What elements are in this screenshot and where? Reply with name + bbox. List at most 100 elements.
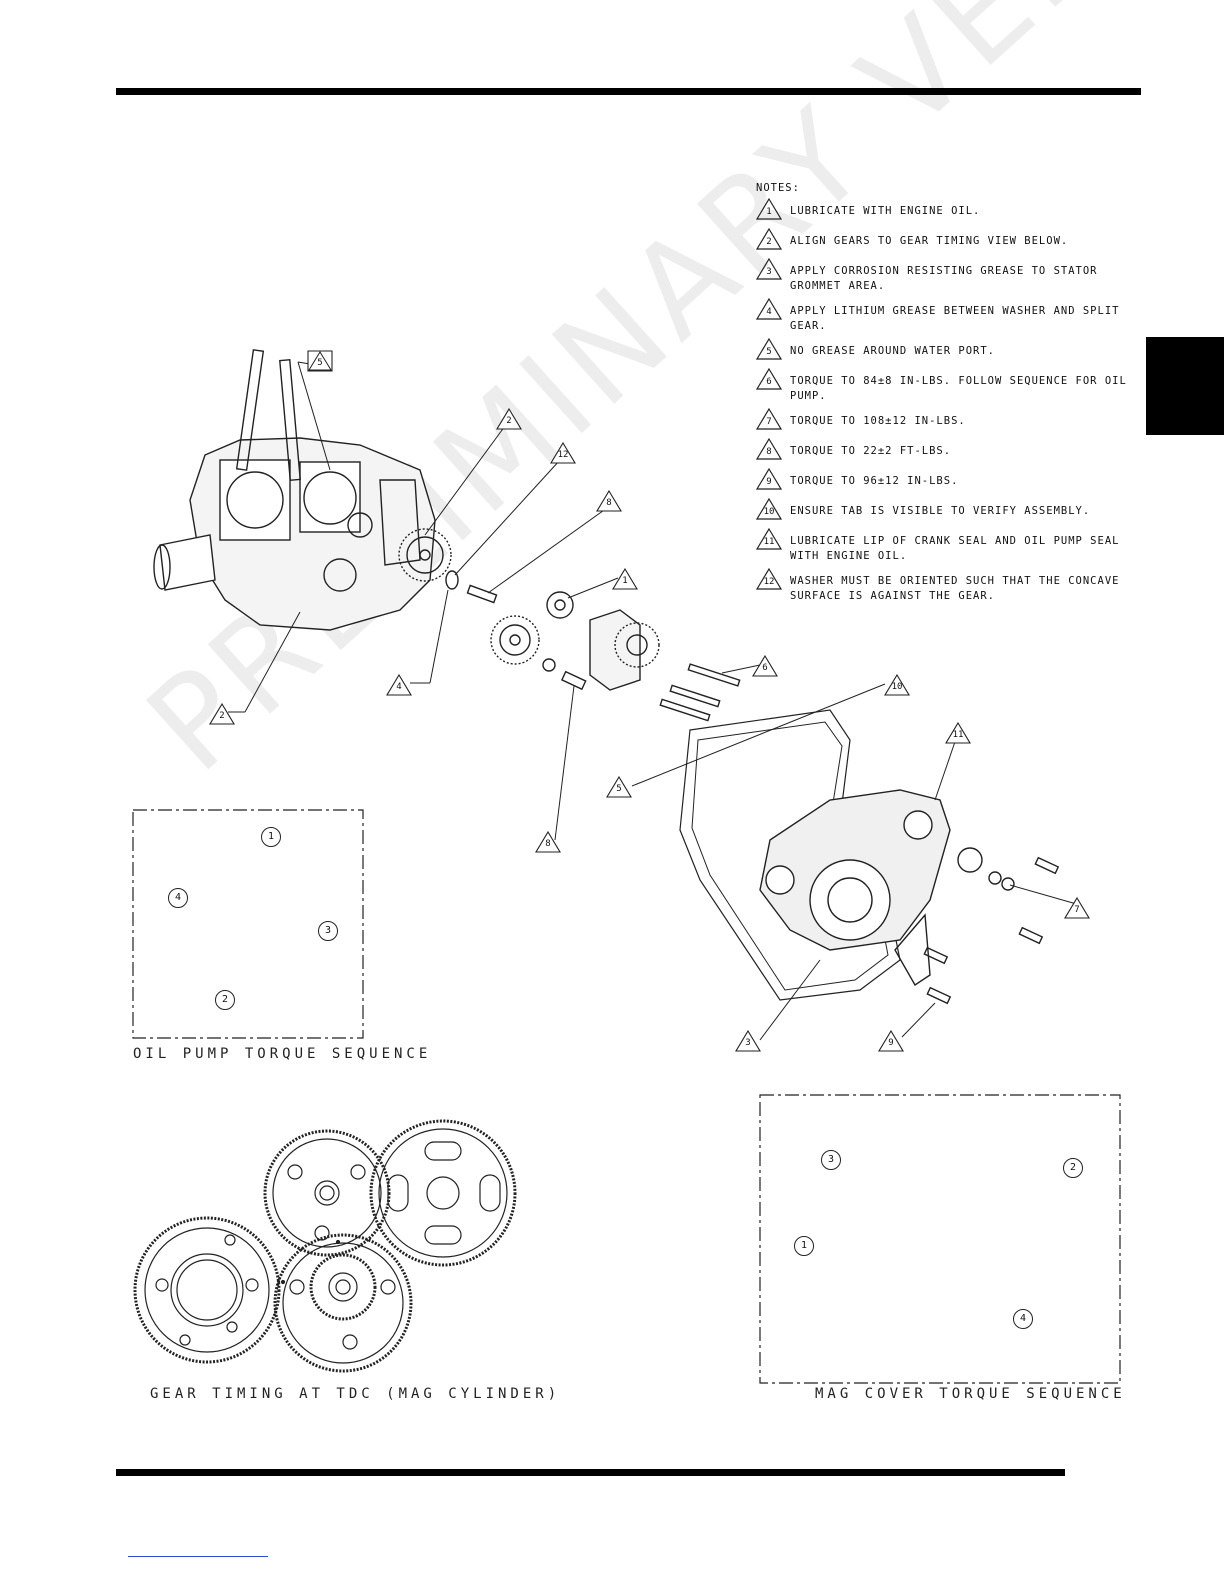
callout-triangle: 7 [1064,897,1090,919]
note-number: 12 [763,577,775,587]
note-item: 8 TORQUE TO 22±2 FT-LBS. [755,437,1136,464]
note-item: 1 LUBRICATE WITH ENGINE OIL. [755,197,1136,224]
small-washer [542,658,556,672]
callout-number: 8 [606,498,612,508]
note-item: 9 TORQUE TO 96±12 IN-LBS. [755,467,1136,494]
oil-pump-assembly [589,609,660,691]
note-number: 5 [766,347,772,357]
callout-triangle: 11 [945,722,971,744]
callout-number: 5 [317,358,323,368]
note-number: 10 [763,507,775,517]
callout-number: 2 [506,416,512,426]
bracket [894,913,931,986]
bolt-6b [669,684,721,708]
callout-number: 5 [616,784,622,794]
callout-number: 7 [1074,905,1080,915]
bolt-6c [659,698,711,722]
oil-pump-seq-1: 1 [261,827,281,847]
note-text: APPLY LITHIUM GREASE BETWEEN WASHER AND … [790,305,1120,332]
note-text: ALIGN GEARS TO GEAR TIMING VIEW BELOW. [790,235,1069,247]
callout-triangle: 5 [606,776,632,798]
bolt-6a [687,663,741,687]
bolt-8b [560,670,587,691]
callout-triangle: 10 [884,674,910,696]
note-item: 2 ALIGN GEARS TO GEAR TIMING VIEW BELOW. [755,227,1136,254]
note-item: 6 TORQUE TO 84±8 IN-LBS. FOLLOW SEQUENCE… [755,367,1136,404]
mag-cover-seq-2: 2 [1063,1158,1083,1178]
callout-number: 10 [891,682,903,692]
bolt-7a [1034,856,1060,875]
water-pump-impeller [957,847,983,873]
top-rule [116,88,1141,95]
note-number: 2 [766,237,772,247]
note-number: 7 [766,417,772,427]
callout-triangle: 9 [878,1030,904,1052]
oil-pump-seq-2: 2 [215,990,235,1010]
note-text: TORQUE TO 84±8 IN-LBS. FOLLOW SEQUENCE F… [790,375,1127,402]
callout-triangle: 5 [307,350,333,372]
note-text: WASHER MUST BE ORIENTED SUCH THAT THE CO… [790,575,1120,602]
mag-cover-seq-4: 4 [1013,1309,1033,1329]
oil-pump-sequence-caption: OIL PUMP TORQUE SEQUENCE [133,1046,432,1062]
callout-triangle: 3 [735,1030,761,1052]
section-tab [1146,337,1224,435]
note-item: 11 LUBRICATE LIP OF CRANK SEAL AND OIL P… [755,527,1136,564]
bottom-rule [116,1469,1065,1476]
callout-number: 12 [557,450,569,460]
callout-number: 8 [545,839,551,849]
split-gear [490,615,540,665]
callout-triangle: 12 [550,442,576,464]
callout-number: 9 [888,1038,894,1048]
note-item: 12 WASHER MUST BE ORIENTED SUCH THAT THE… [755,567,1136,604]
note-number: 6 [766,377,772,387]
notes-title: NOTES: [756,182,800,194]
note-item: 7 TORQUE TO 108±12 IN-LBS. [755,407,1136,434]
washer [445,570,459,590]
callout-triangle: 1 [612,568,638,590]
callout-number: 6 [762,663,768,673]
bolt-8a [466,584,498,604]
notes-block: NOTES: 1 LUBRICATE WITH ENGINE OIL. 2 AL… [755,182,1136,612]
mag-cover-sequence-frame [759,1094,1121,1384]
note-number: 4 [766,307,772,317]
note-text: ENSURE TAB IS VISIBLE TO VERIFY ASSEMBLY… [790,505,1091,517]
callout-triangle: 6 [752,655,778,677]
oil-pump-seq-3: 3 [318,921,338,941]
callout-number: 1 [622,576,628,586]
note-text: LUBRICATE WITH ENGINE OIL. [790,205,981,217]
note-number: 8 [766,447,772,457]
note-item: 3 APPLY CORROSION RESISTING GREASE TO ST… [755,257,1136,294]
gear-timing-illustration [133,1119,517,1373]
note-number: 11 [763,537,775,547]
bolt-9a [923,946,949,965]
note-item: 10 ENSURE TAB IS VISIBLE TO VERIFY ASSEM… [755,497,1136,524]
mag-cover-seq-1: 1 [794,1236,814,1256]
footer-link-underline[interactable] [128,1556,268,1557]
note-text: TORQUE TO 96±12 IN-LBS. [790,475,959,487]
note-text: LUBRICATE LIP OF CRANK SEAL AND OIL PUMP… [790,535,1120,562]
callout-number: 3 [745,1038,751,1048]
bolt-7b [1018,926,1044,945]
note-text: TORQUE TO 22±2 FT-LBS. [790,445,952,457]
callout-number: 11 [952,730,964,740]
note-text: APPLY CORROSION RESISTING GREASE TO STAT… [790,265,1098,292]
mag-cover-sequence-caption: MAG COVER TORQUE SEQUENCE [815,1386,1126,1402]
mag-cover-illustration [759,789,951,951]
note-number: 1 [766,207,772,217]
mag-cover-seq-3: 3 [821,1150,841,1170]
crankcase-illustration [153,349,436,631]
note-item: 5 NO GREASE AROUND WATER PORT. [755,337,1136,364]
oil-pump-sequence-frame [132,809,364,1039]
bolt-9b [926,986,952,1005]
note-number: 3 [766,267,772,277]
note-text: TORQUE TO 108±12 IN-LBS. [790,415,966,427]
oil-pump-rotor [546,591,574,619]
note-item: 4 APPLY LITHIUM GREASE BETWEEN WASHER AN… [755,297,1136,334]
cam-gear [398,528,452,582]
callout-triangle: 2 [496,408,522,430]
gear-timing-caption: GEAR TIMING AT TDC (MAG CYLINDER) [150,1386,561,1402]
oil-pump-seq-4: 4 [168,888,188,908]
callout-number: 2 [219,711,225,721]
callout-triangle: 8 [596,490,622,512]
